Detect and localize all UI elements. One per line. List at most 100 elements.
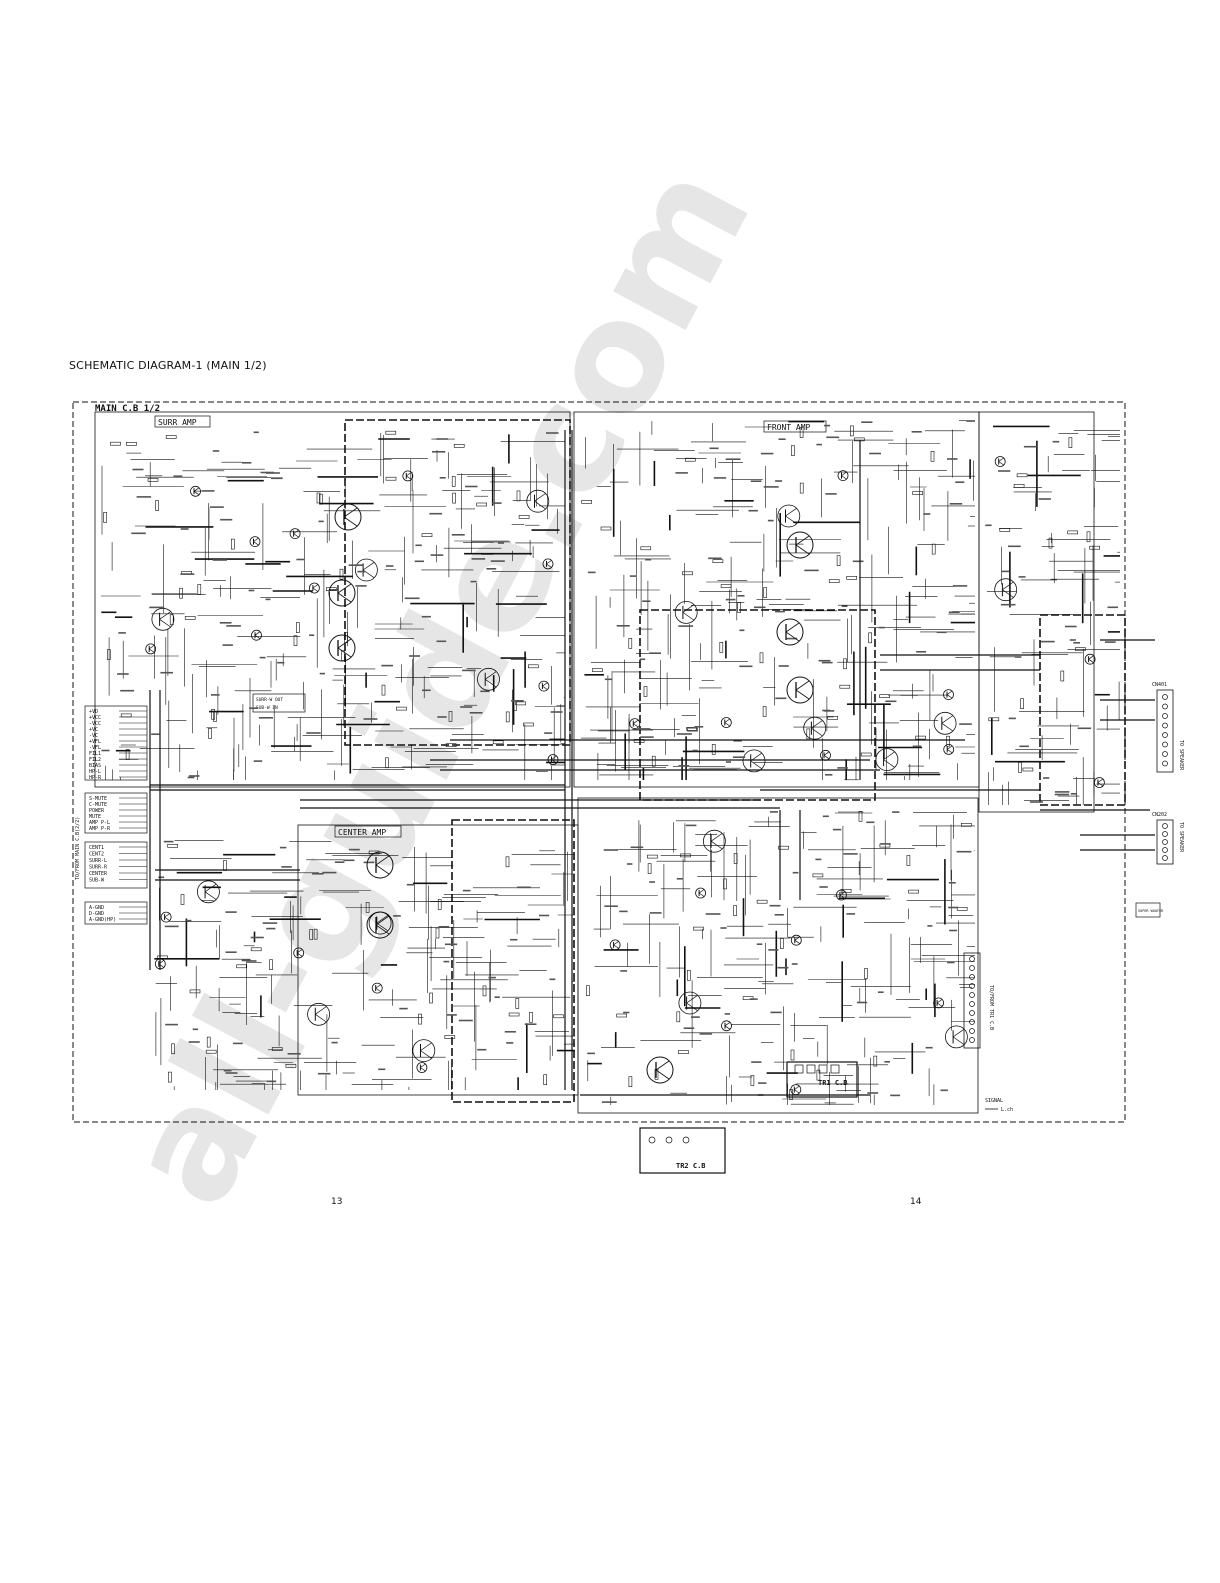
transistor-lead bbox=[376, 915, 389, 924]
connector-pin bbox=[969, 965, 975, 971]
surr-io-box: SURR-W OUT SUB-W IN bbox=[252, 693, 306, 713]
transistor-lead bbox=[546, 560, 552, 565]
part-label-mark bbox=[867, 1092, 879, 1094]
part-label-mark bbox=[188, 775, 200, 777]
connector-pin-label: HP-L bbox=[89, 769, 101, 775]
connector-pin-label: CENT1 bbox=[89, 845, 104, 851]
resistor bbox=[873, 1055, 878, 1067]
resistor bbox=[429, 992, 433, 1004]
resistor bbox=[492, 740, 504, 745]
resistor bbox=[592, 668, 603, 672]
resistor bbox=[211, 708, 215, 720]
resistor bbox=[931, 543, 936, 555]
transistor-lead bbox=[293, 529, 299, 534]
part-label-mark bbox=[319, 672, 325, 675]
part-label-mark bbox=[266, 1080, 277, 1083]
connector-pin-label: +VC bbox=[89, 727, 98, 733]
part-label-mark bbox=[406, 883, 415, 886]
resistor bbox=[515, 998, 520, 1009]
part-label-mark bbox=[469, 712, 483, 714]
resistor bbox=[806, 728, 811, 740]
transistor-lead bbox=[406, 472, 412, 477]
part-label-mark bbox=[936, 631, 947, 634]
part-label-mark bbox=[279, 846, 287, 849]
svg-text:TO/FROM TR1 C.B: TO/FROM TR1 C.B bbox=[988, 985, 994, 1030]
transistor bbox=[943, 744, 955, 755]
transistor bbox=[609, 939, 621, 951]
part-label-mark bbox=[251, 1083, 266, 1085]
part-label-mark bbox=[404, 597, 420, 600]
part-label-mark bbox=[683, 1027, 695, 1029]
resistor bbox=[643, 686, 648, 697]
part-label-mark bbox=[724, 1013, 730, 1015]
part-label-mark bbox=[317, 1072, 331, 1075]
transistor-lead bbox=[293, 533, 299, 538]
transistor-lead bbox=[633, 723, 639, 728]
resistor bbox=[208, 728, 212, 739]
part-label-mark bbox=[151, 733, 160, 735]
part-label-mark bbox=[524, 1023, 537, 1025]
page-number-left: 13 bbox=[331, 1197, 343, 1207]
part-label-mark bbox=[777, 966, 789, 969]
transistor bbox=[412, 1039, 436, 1062]
part-label-mark bbox=[948, 611, 960, 614]
power-transistor-lead bbox=[785, 631, 800, 642]
resistor bbox=[339, 568, 344, 580]
super-woofer-box: SUPER WOOFER bbox=[1135, 902, 1164, 918]
resistor bbox=[197, 584, 202, 595]
part-label-mark bbox=[1077, 727, 1092, 730]
part-label-mark bbox=[436, 438, 448, 440]
svg-text:CN401: CN401 bbox=[1152, 682, 1167, 688]
connector-pin bbox=[1162, 847, 1168, 853]
part-label-mark bbox=[462, 889, 471, 892]
resistor bbox=[1018, 762, 1022, 773]
power-transistor-lead bbox=[795, 689, 810, 700]
part-label-mark bbox=[437, 716, 447, 718]
resistor bbox=[912, 491, 924, 495]
resistor bbox=[180, 894, 185, 905]
part-label-mark bbox=[1043, 777, 1050, 779]
power-transistor bbox=[786, 676, 814, 704]
resistor bbox=[879, 694, 890, 699]
resistor bbox=[171, 1043, 175, 1055]
power-transistor-lead bbox=[785, 622, 800, 633]
resistor bbox=[647, 854, 658, 859]
resistor bbox=[868, 632, 873, 644]
transistor-lead bbox=[633, 719, 639, 724]
part-label-mark bbox=[637, 728, 651, 730]
connector-pin-label: AMP P-L bbox=[89, 820, 110, 826]
part-label-mark bbox=[460, 706, 473, 708]
part-label-mark bbox=[101, 749, 110, 752]
resistor bbox=[285, 1064, 297, 1068]
part-label-mark bbox=[421, 615, 431, 618]
board-label: MAIN C.B 1/2 bbox=[95, 404, 160, 414]
resistor bbox=[684, 457, 696, 462]
part-label-mark bbox=[422, 689, 431, 692]
connector-pin-label: +VFL bbox=[89, 739, 101, 745]
left-connector-labels-1: +VD+VCC-VCC+VC-VC+VFL-VFLFIL1FIL2BIASHP-… bbox=[89, 709, 147, 781]
transistor bbox=[1084, 653, 1096, 665]
connector-pin-label: S-MUTE bbox=[89, 796, 107, 802]
part-label-mark bbox=[348, 564, 363, 566]
part-label-mark bbox=[819, 886, 828, 888]
part-label-mark bbox=[506, 1042, 514, 1044]
resistor bbox=[827, 715, 839, 720]
resistor bbox=[853, 437, 865, 442]
resistor bbox=[1068, 437, 1073, 449]
part-label-mark bbox=[916, 651, 927, 653]
resistor bbox=[750, 1075, 755, 1086]
resistor bbox=[908, 889, 919, 894]
connector-pin bbox=[1162, 741, 1168, 748]
part-label-mark bbox=[756, 943, 763, 945]
part-label-mark bbox=[439, 477, 446, 479]
transistor-lead bbox=[841, 471, 847, 476]
transistor bbox=[629, 718, 641, 729]
resistor bbox=[846, 575, 858, 580]
connector-pin-label: D-GND bbox=[89, 911, 104, 917]
part-label-mark bbox=[165, 1023, 178, 1026]
power-transistor-lead bbox=[795, 680, 810, 691]
part-label-mark bbox=[544, 732, 553, 734]
svg-text:CN202: CN202 bbox=[1152, 812, 1167, 818]
part-label-mark bbox=[242, 462, 252, 464]
part-label-mark bbox=[451, 534, 465, 536]
